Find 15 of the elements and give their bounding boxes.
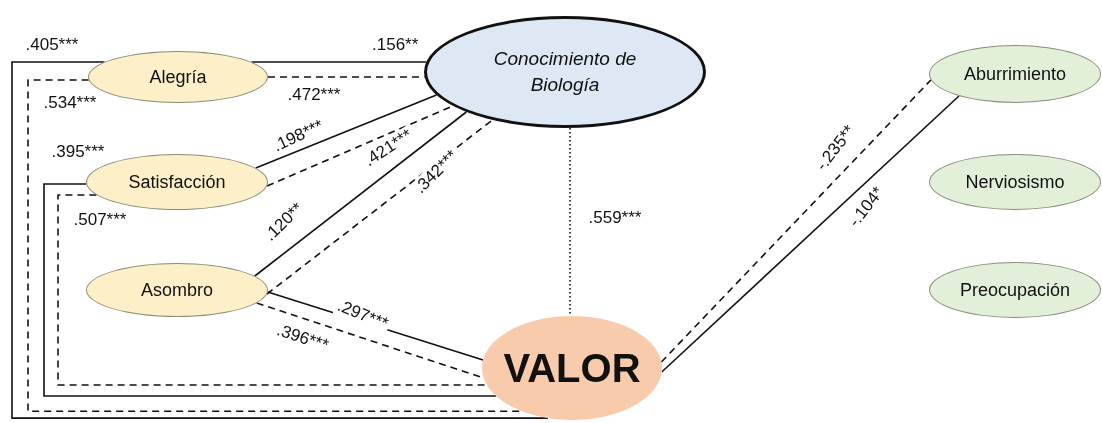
connector-line [255,94,438,169]
node-label: Preocupación [959,278,1071,302]
node-label: Asombro [141,278,213,302]
ellipse-node [929,154,1101,210]
node-label: Satisfacción [128,170,226,194]
node-label: VALOR [503,345,641,392]
node-label: Alegría [149,65,207,89]
node-label: Aburrimiento [963,62,1066,86]
node-label: Nerviosismo [965,170,1065,194]
ellipse-node [929,262,1101,318]
connector-line [660,95,960,373]
node-label: Conocimiento de Biología [492,47,638,97]
connector-line [660,79,932,363]
ellipse-node [929,45,1101,103]
connector-line [254,111,468,277]
